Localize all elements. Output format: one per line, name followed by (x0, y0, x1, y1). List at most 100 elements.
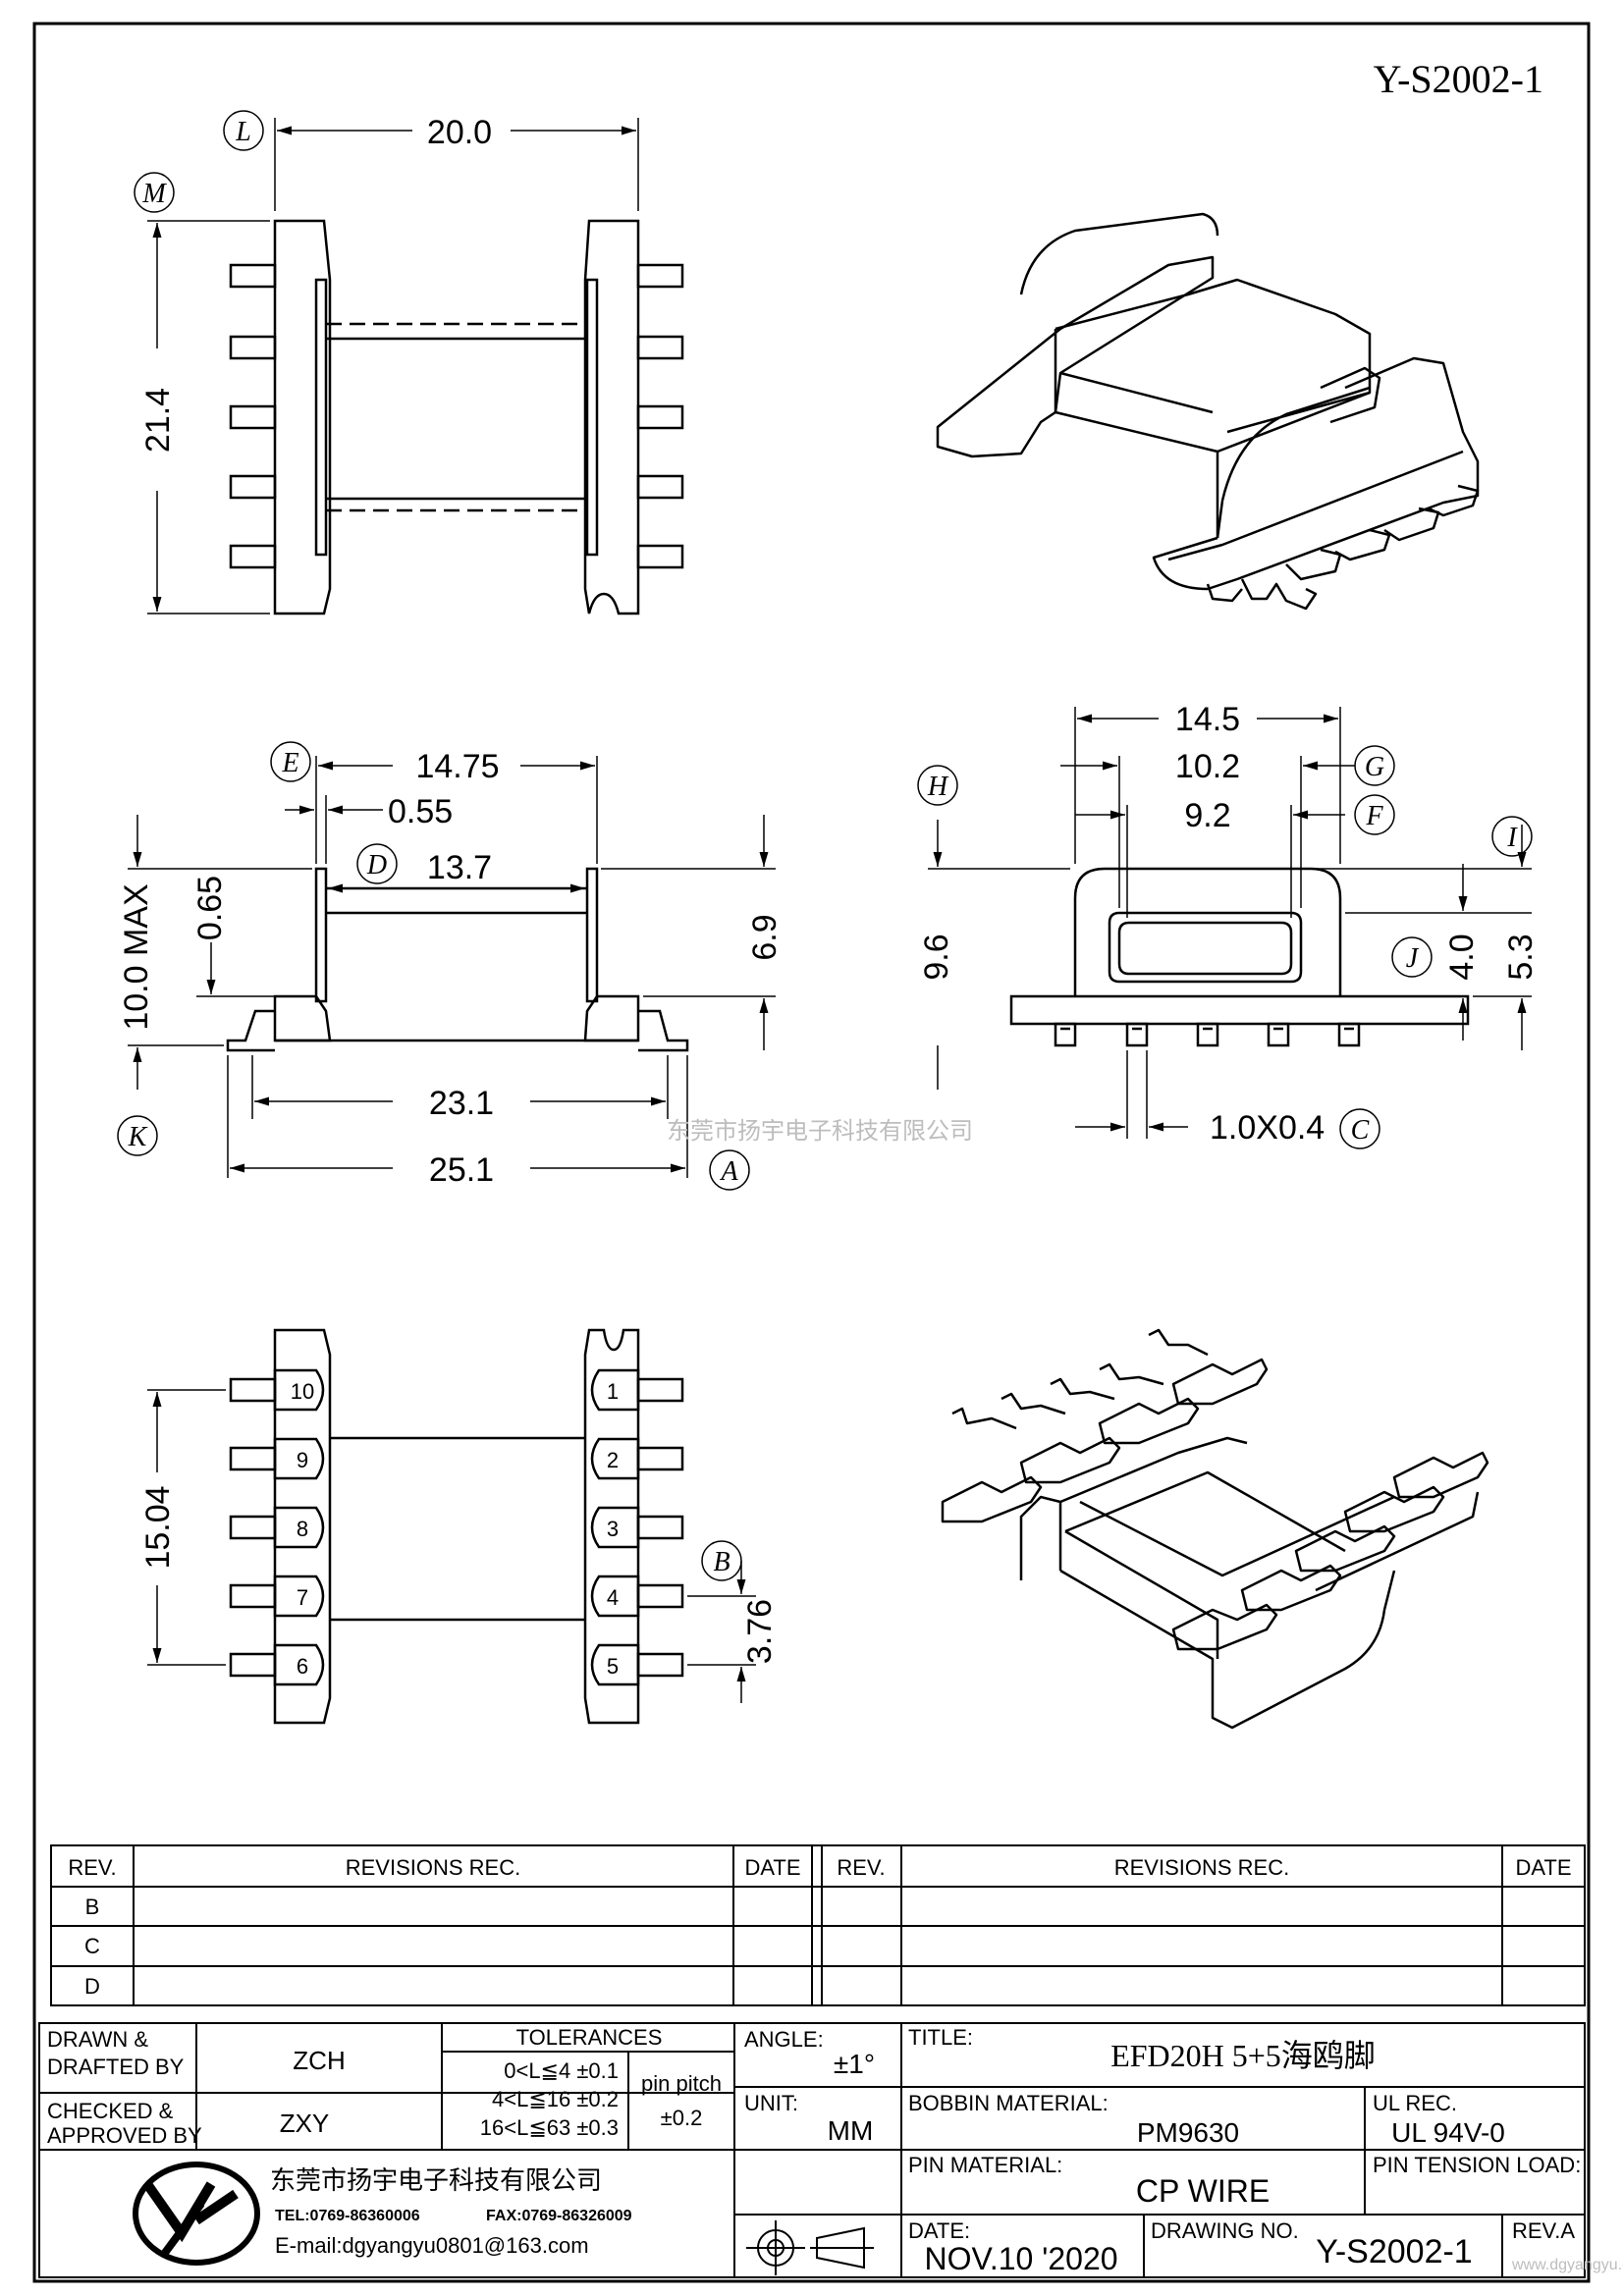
watermark-url: www.dgyangyu.cn (1511, 2257, 1623, 2273)
angle-value: ±1° (834, 2049, 875, 2079)
label-D: D (366, 850, 387, 881)
revision-table-text: REV. REVISIONS REC. DATE REV. REVISIONS … (68, 1855, 1571, 1999)
bobbin-material-value: PM9630 (1137, 2117, 1239, 2148)
pin-3-label: 3 (607, 1517, 619, 1541)
date-value: NOV.10 '2020 (924, 2241, 1117, 2276)
dim-3-76: 3.76 (741, 1599, 779, 1664)
tolerances-label: TOLERANCES (516, 2025, 663, 2050)
bottom-view-dims (147, 1389, 756, 1703)
company-name: 东莞市扬宇电子科技有限公司 (270, 2165, 602, 2195)
tolerance-row-1: 0<L≦4 ±0.1 (504, 2058, 619, 2083)
rev-rec-header-right: REVISIONS REC. (1114, 1855, 1289, 1880)
top-view (229, 219, 684, 615)
front-view (1009, 867, 1470, 1047)
label-G: G (1365, 752, 1384, 782)
ul-rec-value: UL 94V-0 (1391, 2117, 1505, 2148)
pin-1-label: 1 (607, 1379, 619, 1404)
rev-row-C: C (84, 1934, 100, 1958)
title-value: EFD20H 5+5海鸥脚 (1110, 2038, 1376, 2073)
dim-9-2: 9.2 (1184, 797, 1230, 834)
dim-14-5: 14.5 (1175, 701, 1240, 738)
dim-14-75: 14.75 (415, 748, 499, 785)
watermark-company: 东莞市扬宇电子科技有限公司 (667, 1118, 973, 1145)
bottom-view (229, 1328, 684, 1725)
bobbin-material-label: BOBBIN MATERIAL: (908, 2091, 1109, 2115)
pin-8-label: 8 (297, 1517, 308, 1541)
checked-by-value: ZXY (280, 2109, 330, 2138)
dim-width-20: 20.0 (427, 114, 492, 151)
company-logo (133, 2162, 260, 2266)
tolerance-row-2: 4<L≦16 ±0.2 (492, 2087, 619, 2111)
ul-rec-label: UL REC. (1373, 2091, 1457, 2115)
label-C: C (1351, 1115, 1370, 1146)
dim-13-7: 13.7 (427, 849, 492, 886)
side-view (226, 867, 689, 1052)
pin-10-label: 10 (291, 1379, 314, 1404)
pin-2-label: 2 (607, 1448, 619, 1472)
rev-date-header-left: DATE (744, 1855, 800, 1880)
dim-0-65: 0.65 (191, 876, 229, 940)
rev-row-B: B (85, 1895, 100, 1919)
pin-6-label: 6 (297, 1654, 308, 1679)
drawn-label-2: DRAFTED BY (47, 2055, 185, 2079)
company-tel: TEL:0769-86360006 (275, 2208, 420, 2224)
drawn-label-1: DRAWN & (47, 2027, 148, 2052)
pin-pitch-label: pin pitch (641, 2071, 722, 2096)
tolerance-row-3: 16<L≦63 ±0.3 (480, 2115, 619, 2140)
projection-symbol (746, 2220, 874, 2275)
side-view-dims (117, 741, 776, 1191)
label-I: I (1506, 823, 1518, 853)
angle-label: ANGLE: (744, 2027, 824, 2052)
label-A: A (719, 1156, 738, 1187)
dim-0-55: 0.55 (388, 793, 453, 830)
title-block (38, 2022, 1586, 2278)
rev-header-left: REV. (68, 1855, 116, 1880)
dim-10-2: 10.2 (1175, 748, 1240, 785)
title-label: TITLE: (908, 2025, 973, 2050)
label-E: E (281, 748, 298, 778)
dim-pin-size: 1.0X0.4 (1210, 1109, 1325, 1147)
date-label: DATE: (908, 2218, 970, 2243)
pin-material-value: CP WIRE (1136, 2173, 1270, 2209)
revision-table (50, 1844, 1586, 2006)
pin-material-label: PIN MATERIAL: (908, 2153, 1062, 2177)
iso-view-top (936, 212, 1480, 611)
label-F: F (1365, 801, 1383, 831)
iso-view-bottom (941, 1328, 1489, 1730)
front-view-dims (917, 707, 1533, 1149)
label-H: H (927, 772, 949, 802)
label-K: K (128, 1122, 148, 1152)
checked-label-2: APPROVED BY (47, 2123, 202, 2148)
pin-9-label: 9 (297, 1448, 308, 1472)
drawn-by-value: ZCH (293, 2046, 345, 2075)
drawing-no-value: Y-S2002-1 (1316, 2233, 1472, 2270)
label-B: B (713, 1547, 730, 1577)
drawing-id: Y-S2002-1 (1374, 57, 1543, 101)
dim-10-max: 10.0 MAX (118, 883, 155, 1030)
label-J: J (1406, 943, 1420, 974)
dim-height-21-4: 21.4 (139, 388, 177, 453)
dim-23-1: 23.1 (429, 1085, 494, 1122)
dim-25-1: 25.1 (429, 1151, 494, 1189)
unit-label: UNIT: (744, 2091, 798, 2115)
pin-4-label: 4 (607, 1585, 619, 1610)
company-email: E-mail:dgyangyu0801@163.com (275, 2233, 589, 2258)
label-M: M (141, 179, 167, 209)
checked-label-1: CHECKED & (47, 2099, 174, 2123)
drawing-no-label: DRAWING NO. (1151, 2218, 1299, 2243)
dim-15-04: 15.04 (139, 1485, 177, 1569)
dim-5-3: 5.3 (1502, 934, 1540, 980)
bottom-pin-numbers: 10 9 8 7 6 1 2 3 4 5 (291, 1379, 619, 1679)
sheet-border (32, 22, 1591, 2283)
rev-row-D: D (84, 1974, 100, 1999)
pin-5-label: 5 (607, 1654, 619, 1679)
dim-4-0: 4.0 (1443, 934, 1481, 980)
pin-pitch-value: ±0.2 (661, 2106, 703, 2130)
pin-tension-label: PIN TENSION LOAD: (1373, 2153, 1581, 2177)
dim-9-6: 9.6 (918, 934, 955, 980)
top-view-dims (134, 110, 639, 614)
title-block-text: DRAWN & DRAFTED BY ZCH CHECKED & APPROVE… (47, 2025, 1623, 2276)
pin-7-label: 7 (297, 1585, 308, 1610)
unit-value: MM (828, 2115, 874, 2146)
